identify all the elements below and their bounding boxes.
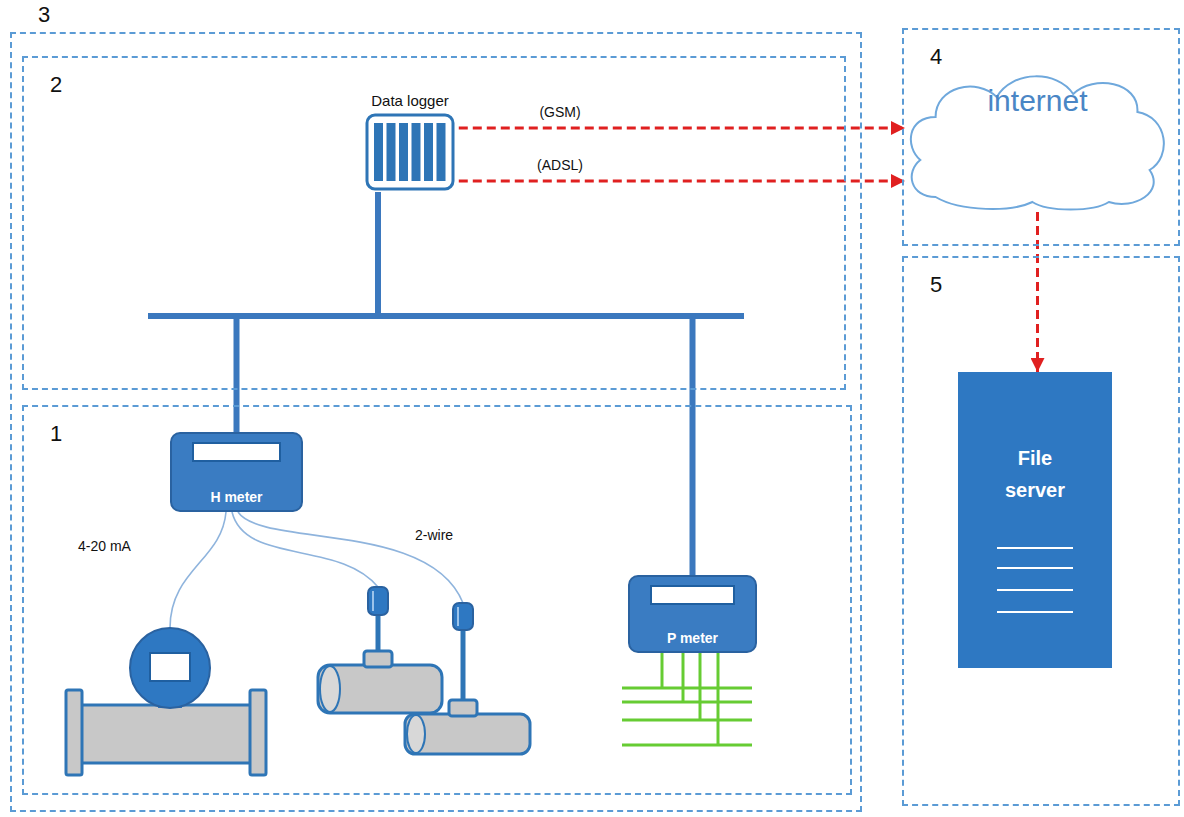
flange xyxy=(250,690,266,775)
logger-slot xyxy=(399,123,408,181)
server-line xyxy=(997,567,1073,569)
region-number: 3 xyxy=(38,2,50,28)
temperature-sensor xyxy=(405,603,530,754)
data-logger: Data logger xyxy=(361,92,459,192)
server-lines xyxy=(985,542,1085,622)
sensor-head xyxy=(453,603,473,630)
bus-connector xyxy=(237,192,379,432)
region-frame: 4 internet xyxy=(902,28,1180,246)
link-label: (ADSL) xyxy=(535,157,585,173)
logger-slot xyxy=(374,123,383,181)
link-label: (GSM) xyxy=(537,104,582,120)
flange xyxy=(66,690,82,775)
power-tap xyxy=(661,653,664,688)
server-line xyxy=(997,547,1073,549)
meter-box: H meter xyxy=(170,432,303,512)
signal-wire xyxy=(170,512,226,628)
region-number: 2 xyxy=(50,72,62,98)
data-link-arrow xyxy=(459,127,905,130)
temperature-sensor xyxy=(318,587,442,713)
power-line xyxy=(622,701,752,704)
logger-slot xyxy=(424,123,433,181)
power-lines xyxy=(622,653,752,745)
sensor-stem xyxy=(376,614,381,651)
meter-display xyxy=(650,585,735,605)
flow-meter xyxy=(66,628,266,775)
pipe-tee xyxy=(449,700,477,716)
region-frame: 2Data logger xyxy=(22,56,846,390)
node-label: Data logger xyxy=(371,92,449,109)
signal-label: 4-20 mA xyxy=(78,538,131,554)
region-number: 4 xyxy=(930,44,942,70)
pipe-tee xyxy=(364,651,392,667)
node-label: H meter xyxy=(210,489,262,505)
power-line xyxy=(622,687,752,690)
region-frame: 32Data logger1H meterP meter xyxy=(10,32,862,812)
node-label: P meter xyxy=(667,630,718,646)
data-link-arrow xyxy=(1036,212,1039,372)
power-tap xyxy=(682,653,685,702)
region-number: 1 xyxy=(50,421,62,447)
signal-wire xyxy=(238,512,463,603)
pipe-end xyxy=(407,715,425,753)
region-number: 5 xyxy=(930,272,942,298)
sensor-head-line xyxy=(457,607,459,626)
signal-label: 2-wire xyxy=(415,527,453,543)
logger-icon xyxy=(365,113,455,191)
power-tap xyxy=(717,653,720,745)
meter-head xyxy=(130,628,210,708)
power-line xyxy=(622,744,752,747)
power-line xyxy=(622,719,752,722)
pipe xyxy=(80,705,258,763)
server-line xyxy=(997,611,1073,613)
node-label: internet xyxy=(987,84,1087,118)
node-label: File server xyxy=(990,442,1080,506)
power-tap xyxy=(699,653,702,720)
meter-display xyxy=(192,442,281,462)
logger-slot xyxy=(412,123,421,181)
region-frame: 5File server xyxy=(902,256,1180,806)
cloud-shape xyxy=(911,76,1164,209)
server-line xyxy=(997,589,1073,591)
sensor-head-line xyxy=(372,591,374,611)
internet-cloud: internet xyxy=(905,62,1170,212)
meter-display xyxy=(150,653,190,681)
bus-connector xyxy=(378,192,693,575)
sensor-wires xyxy=(170,512,463,628)
pipe-end xyxy=(320,666,340,712)
logger-case xyxy=(367,115,453,189)
sensor-stem xyxy=(461,629,466,700)
data-link-arrow xyxy=(459,180,905,183)
logger-slot xyxy=(437,123,446,181)
meter-box: P meter xyxy=(628,575,757,653)
sensor-head xyxy=(368,587,388,615)
file-server: File server xyxy=(958,372,1112,668)
pipe xyxy=(405,714,530,754)
region-frame: 1 H meter P meter xyxy=(22,405,852,795)
logger-slot xyxy=(387,123,396,181)
pipe xyxy=(318,665,442,713)
